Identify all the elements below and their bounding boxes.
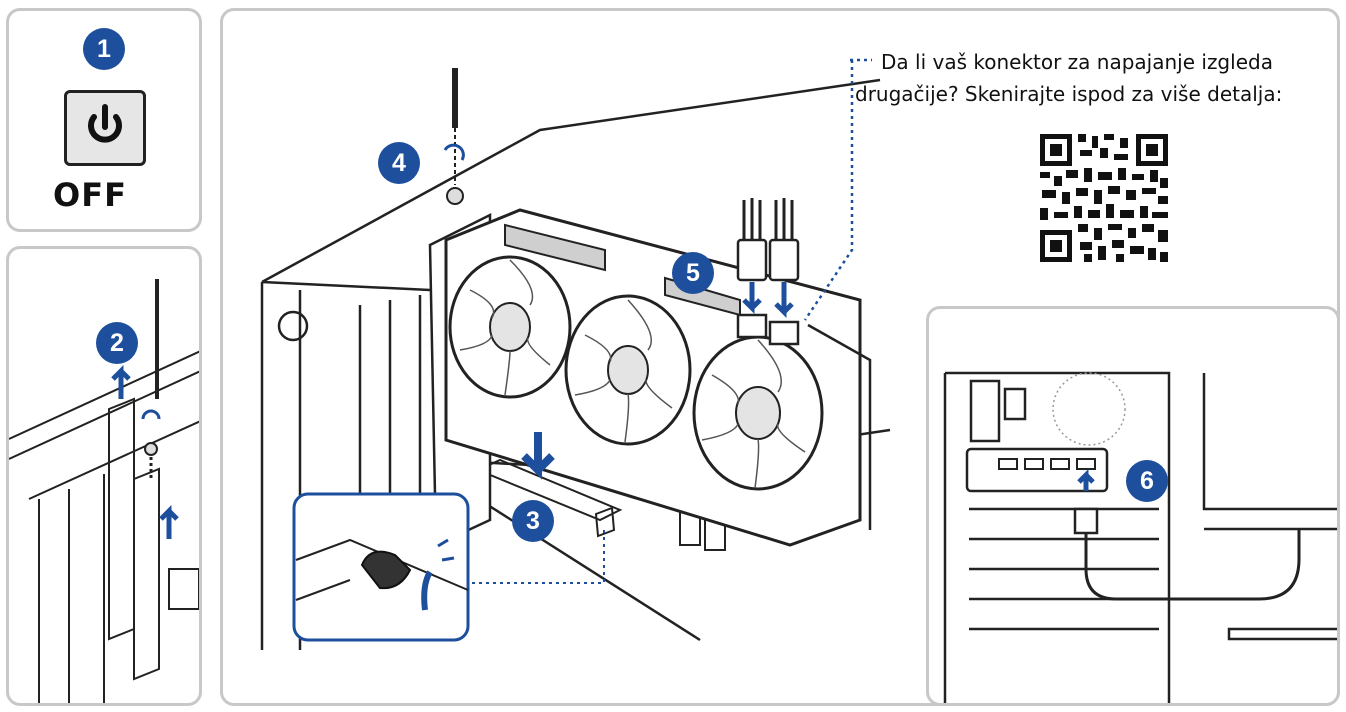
- panel-remove-bracket: [6, 246, 202, 706]
- power-off-label: OFF: [53, 176, 127, 214]
- hdmi-cable-icon: [1073, 507, 1301, 601]
- connector-note: Da li vaš konektor za napajanje izgleda …: [855, 46, 1321, 110]
- power-icon: [88, 104, 122, 143]
- connector-note-line2: drugačije? Skenirajte ispod za više deta…: [855, 82, 1283, 106]
- power-button-illustration: [64, 90, 146, 166]
- up-arrow-icon: [1077, 468, 1095, 491]
- display-connection-illustration: [943, 371, 1337, 703]
- panel-connect-display: [926, 306, 1340, 706]
- bracket-removal-illustration: [9, 279, 199, 703]
- step-badge-4: 4: [378, 142, 420, 184]
- rotate-arrow-icon: [443, 143, 465, 161]
- step-badge-5: 5: [672, 252, 714, 294]
- up-arrow-icon: [111, 364, 131, 399]
- step-badge-3: 3: [512, 500, 554, 542]
- connector-note-line1: Da li vaš konektor za napajanje izgleda: [881, 50, 1273, 74]
- step-badge-6: 6: [1126, 460, 1168, 502]
- step-badge-1: 1: [83, 28, 125, 70]
- down-arrow-icon: [742, 282, 762, 315]
- step-badge-2: 2: [96, 322, 138, 364]
